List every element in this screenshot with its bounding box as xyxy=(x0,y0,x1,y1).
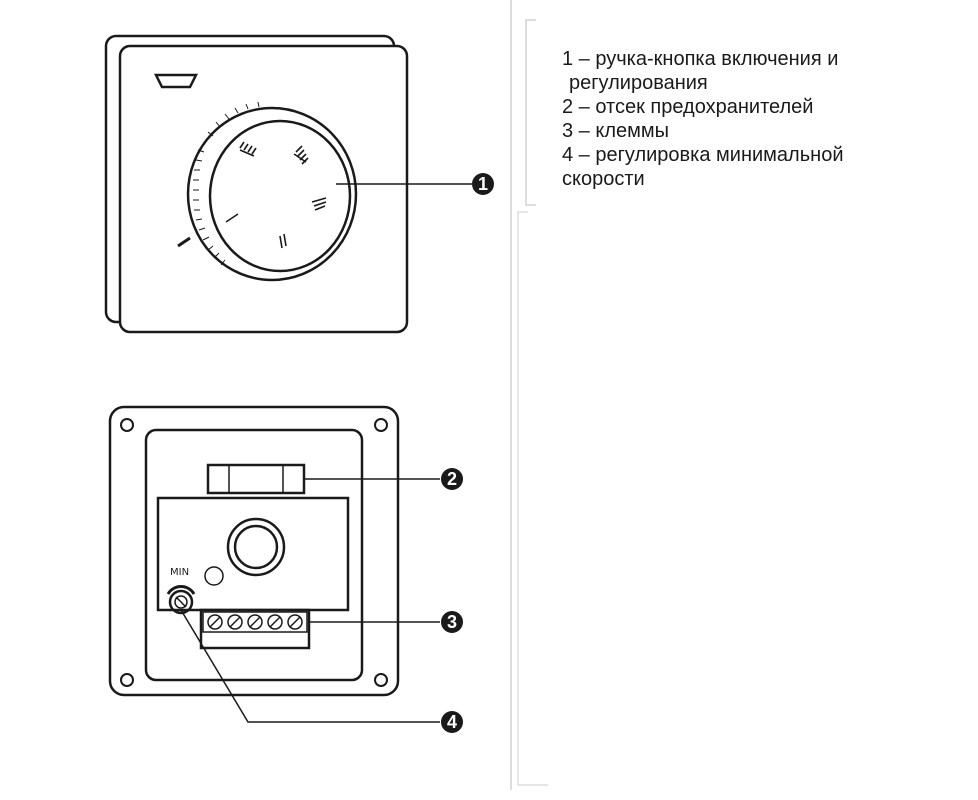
legend-item-3: 3 – клеммы xyxy=(562,120,670,142)
led-component xyxy=(204,566,224,586)
callout-2: 2 xyxy=(441,468,463,490)
back-view xyxy=(108,405,400,697)
callout-4: 4 xyxy=(441,711,463,733)
knob-shaft-inner xyxy=(233,524,279,570)
legend-item-4-line-2: скорости xyxy=(562,168,645,190)
legend-item-2: 2 – отсек предохранителей xyxy=(562,96,814,118)
back-inner-frame xyxy=(144,428,364,682)
knob-ribs xyxy=(193,101,260,266)
min-trimmer xyxy=(168,589,194,615)
mount-hole-tl xyxy=(120,418,134,432)
legend-item-1-line-1: 1 – ручка-кнопка включения и xyxy=(562,48,839,70)
knob xyxy=(177,101,358,282)
legend: 1 – ручка-кнопка включения и регулирован… xyxy=(562,47,962,191)
terminal-screws xyxy=(207,614,303,630)
legend-bracket-bottom xyxy=(517,211,548,786)
callout-3: 3 xyxy=(441,611,463,633)
knob-face xyxy=(208,119,352,273)
terminal-block xyxy=(199,608,311,650)
min-label: MIN xyxy=(170,567,189,578)
mount-hole-br xyxy=(374,673,388,687)
callout-2-number: 2 xyxy=(447,469,457,489)
callout-1: 1 xyxy=(472,173,494,195)
mount-hole-tr xyxy=(374,418,388,432)
mount-hole-bl xyxy=(120,673,134,687)
callout-1-number: 1 xyxy=(478,174,488,194)
legend-item-1-line-2: регулирования xyxy=(569,72,708,94)
callout-3-number: 3 xyxy=(447,612,457,632)
knob-shaft-outer xyxy=(226,517,286,577)
knob-side xyxy=(186,106,358,282)
leader-line-4 xyxy=(180,609,440,723)
front-view xyxy=(104,34,409,334)
indicator-notch xyxy=(153,73,199,89)
knob-scale xyxy=(225,141,327,249)
legend-item-4-line-1: 4 – регулировка минимальной xyxy=(562,144,844,166)
back-outer-plate xyxy=(108,405,400,697)
callout-4-number: 4 xyxy=(447,712,457,732)
fuse-compartment xyxy=(206,463,306,495)
off-mark xyxy=(177,236,191,248)
legend-bracket-top xyxy=(525,19,536,206)
